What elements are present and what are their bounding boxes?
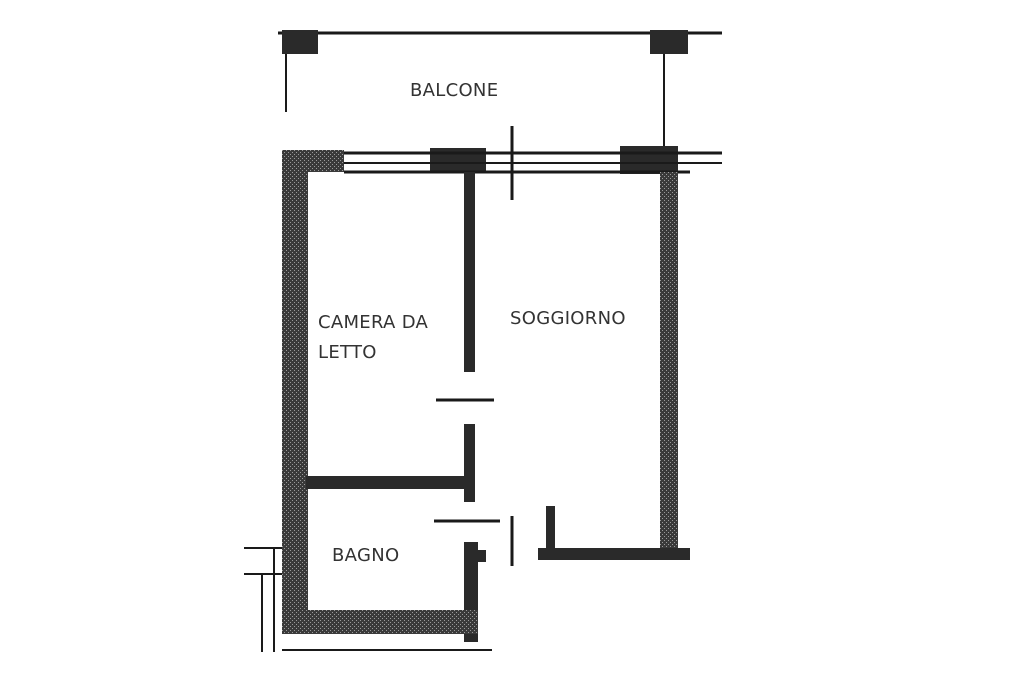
left-wall bbox=[282, 150, 308, 630]
living-door-jamb bbox=[546, 506, 555, 556]
label-living: SOGGIORNO bbox=[510, 308, 626, 329]
partition-bedroom-bathroom bbox=[306, 476, 474, 489]
label-bathroom: BAGNO bbox=[332, 545, 399, 566]
bathroom-bottom-wall bbox=[282, 610, 478, 634]
balcony-outline bbox=[278, 30, 722, 150]
partition-bedroom-living bbox=[436, 172, 494, 502]
entrance-lines bbox=[244, 547, 282, 652]
top-wall bbox=[282, 126, 722, 200]
label-bedroom-line1: CAMERA DA bbox=[318, 312, 429, 333]
right-wall bbox=[660, 172, 678, 554]
living-bottom-wall bbox=[538, 548, 690, 560]
label-bedroom-line2: LETTO bbox=[318, 342, 377, 363]
label-balcony: BALCONE bbox=[410, 80, 498, 101]
